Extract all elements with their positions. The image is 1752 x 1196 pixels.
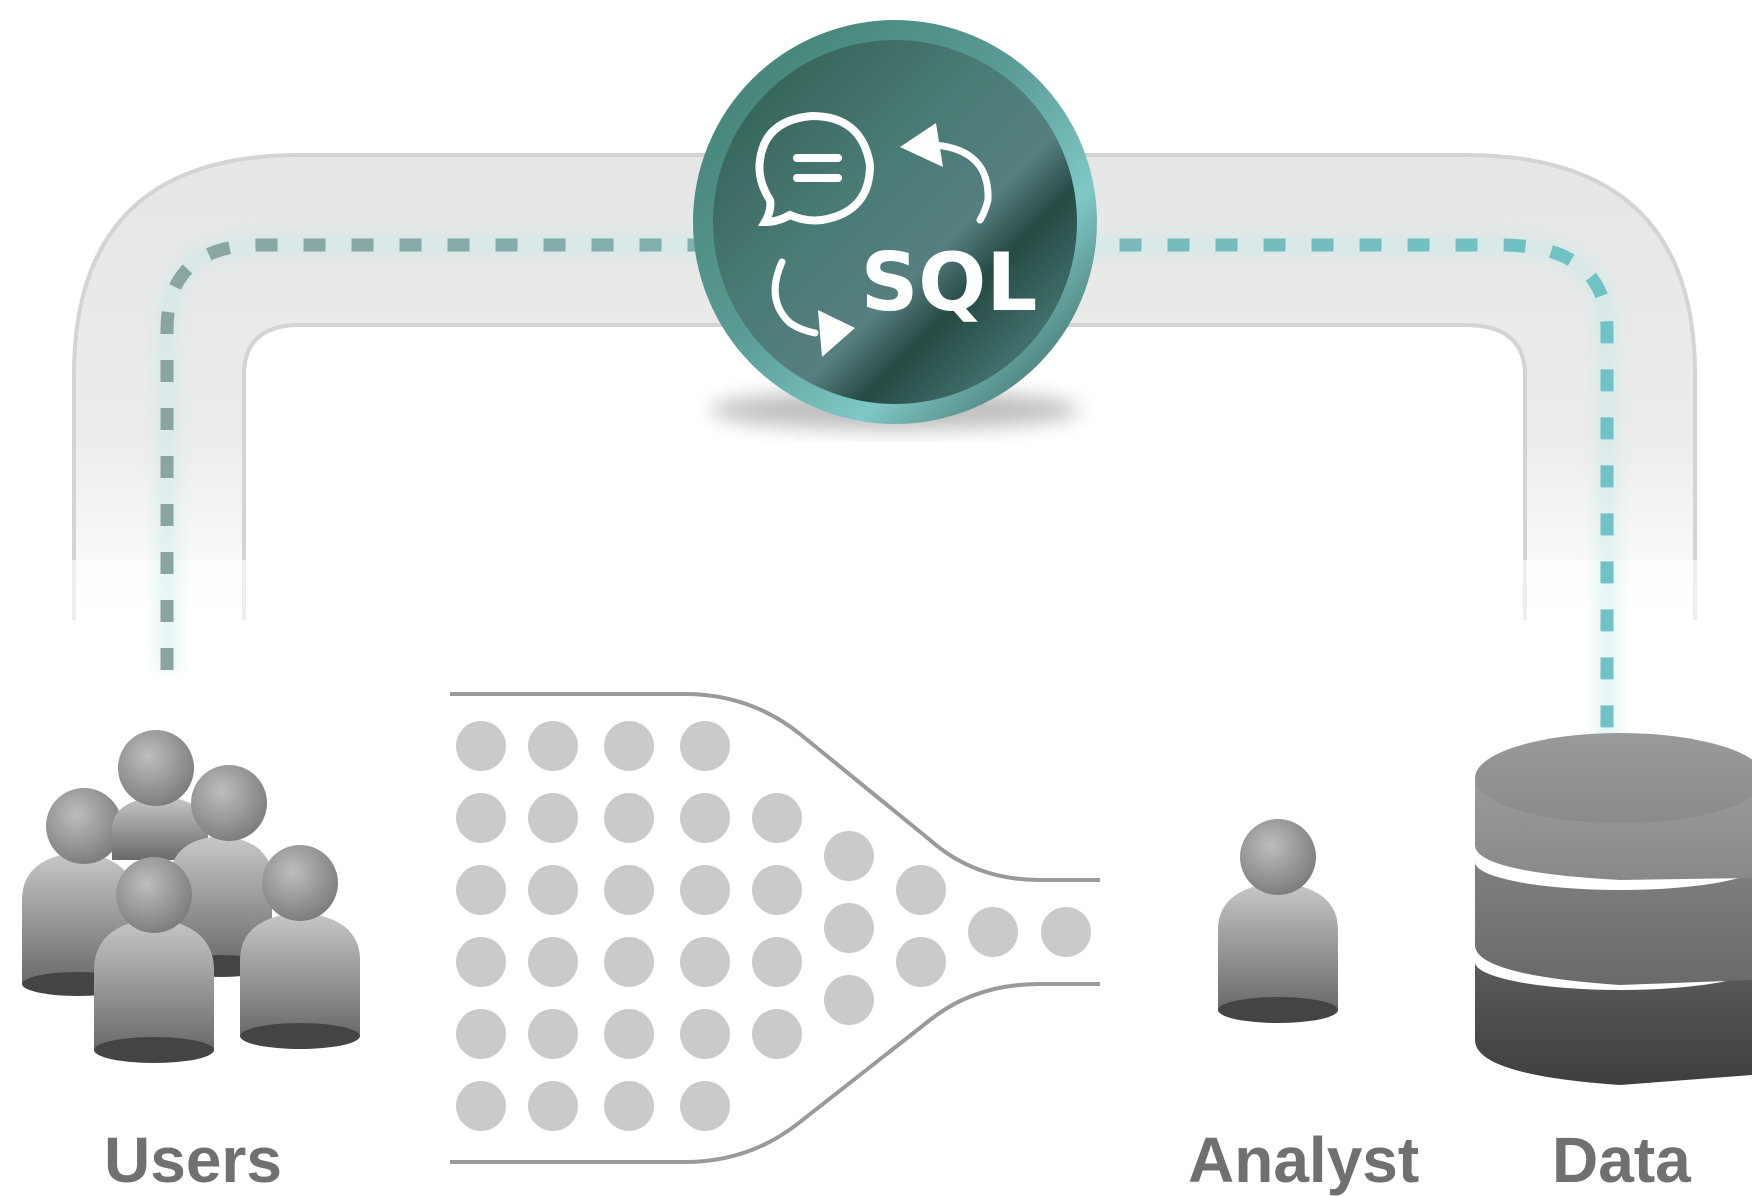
- person-icon: [1218, 819, 1338, 1023]
- sql-hub: SQL: [693, 20, 1097, 430]
- data-flow-path: [157, 235, 1617, 760]
- funnel-dot: [680, 1081, 730, 1131]
- users-label: Users: [104, 1124, 282, 1196]
- funnel-dot: [752, 1009, 802, 1059]
- funnel-dot: [604, 865, 654, 915]
- funnel-dot: [604, 1081, 654, 1131]
- funnel-dot: [528, 721, 578, 771]
- funnel-dot: [528, 793, 578, 843]
- funnel-dot: [528, 937, 578, 987]
- cycle-arrows-icon: [771, 123, 992, 357]
- funnel-dot: [456, 793, 506, 843]
- user-group-icon: [22, 730, 360, 1063]
- funnel-dot: [680, 865, 730, 915]
- funnel-dot: [456, 937, 506, 987]
- funnel-dot: [528, 865, 578, 915]
- funnel-dot: [752, 793, 802, 843]
- funnel-dots-icon: [450, 692, 1100, 1164]
- funnel-dot: [680, 937, 730, 987]
- funnel-dot: [456, 865, 506, 915]
- funnel-dot: [528, 1081, 578, 1131]
- funnel-dot: [752, 937, 802, 987]
- funnel-dot: [604, 793, 654, 843]
- funnel-dot: [456, 1081, 506, 1131]
- funnel-dot: [968, 907, 1018, 957]
- funnel-dot: [824, 975, 874, 1025]
- funnel-dot: [604, 721, 654, 771]
- funnel-dot: [528, 1009, 578, 1059]
- funnel-dot: [824, 903, 874, 953]
- database-icon: [1475, 733, 1752, 1085]
- funnel-dot: [604, 1009, 654, 1059]
- analyst-label: Analyst: [1188, 1124, 1420, 1196]
- funnel-dot: [896, 937, 946, 987]
- sql-label: SQL: [861, 236, 1038, 329]
- funnel-dot: [680, 793, 730, 843]
- funnel-dot: [604, 937, 654, 987]
- funnel-dot: [680, 1009, 730, 1059]
- funnel-dot: [680, 721, 730, 771]
- funnel-dot: [752, 865, 802, 915]
- funnel-dot: [896, 865, 946, 915]
- funnel-dot: [1041, 907, 1091, 957]
- chat-bubble-icon: [755, 111, 875, 227]
- data-label: Data: [1552, 1124, 1691, 1196]
- funnel-dot: [456, 721, 506, 771]
- funnel-dot: [456, 1009, 506, 1059]
- funnel-dot: [824, 831, 874, 881]
